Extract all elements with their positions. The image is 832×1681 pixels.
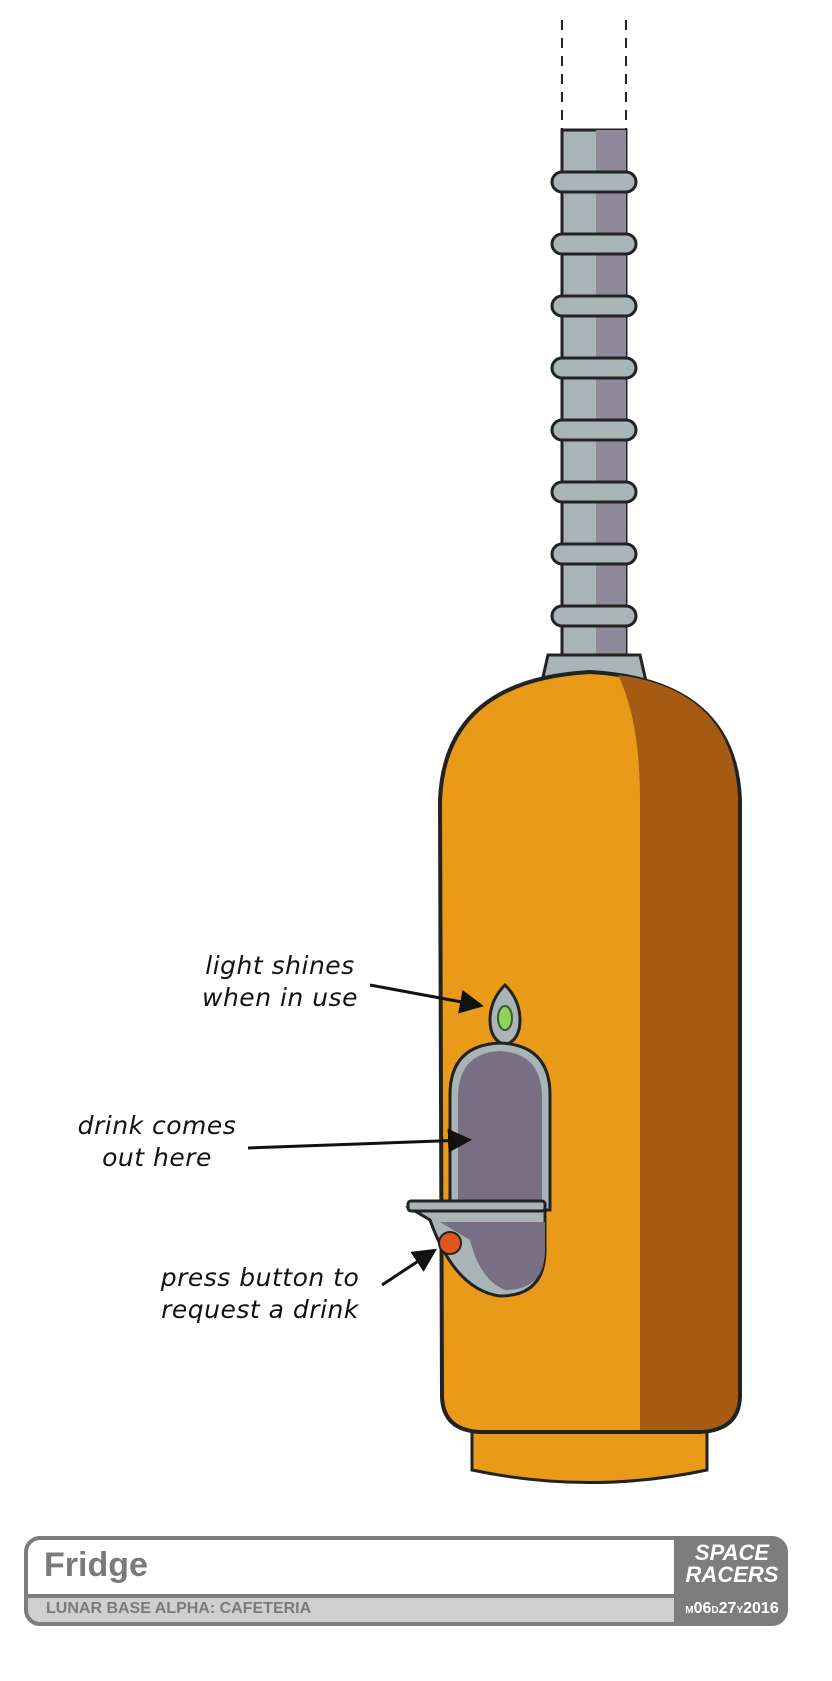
title-block: Fridge LUNAR BASE ALPHA: CAFETERIA SPACE… (24, 1536, 788, 1626)
day-label: D (711, 1605, 719, 1616)
pipe-ring (550, 356, 638, 380)
drink-dispenser (404, 1041, 552, 1298)
location-subtitle: LUNAR BASE ALPHA: CAFETERIA (46, 1600, 312, 1617)
arrow-light (369, 983, 484, 1014)
pipe-ring (550, 480, 638, 504)
pipe-ring (550, 232, 638, 256)
annotation-line: light shines (205, 951, 355, 980)
pipe-ring (550, 170, 638, 194)
annotation-line: request a drink (161, 1295, 359, 1324)
pipe-ring (550, 542, 638, 566)
logo-line: SPACE (694, 1540, 770, 1565)
arrow-dispenser (247, 1128, 472, 1153)
logo-line: RACERS (685, 1562, 779, 1587)
annotation-line: drink comes (77, 1111, 237, 1140)
month: 06 (693, 1600, 712, 1617)
space-racers-logo: SPACE RACERS (680, 1542, 784, 1598)
day: 27 (718, 1600, 737, 1617)
arrow-button (381, 1248, 438, 1287)
pipe-ring (550, 604, 638, 628)
year: 2016 (743, 1600, 779, 1617)
month-label: M (685, 1605, 694, 1616)
pipe (538, 20, 650, 692)
annotation-line: when in use (202, 983, 358, 1012)
annotation-line: out here (102, 1143, 212, 1172)
annotation-line: press button to (160, 1263, 360, 1292)
page-title: Fridge (44, 1546, 148, 1584)
annotation-light: light shines when in use (190, 950, 370, 1014)
request-button (438, 1231, 462, 1255)
date-stamp: M06D27Y2016 (680, 1600, 784, 1618)
pipe-ring (550, 418, 638, 442)
annotation-dispenser: drink comes out here (62, 1110, 252, 1174)
title-area: Fridge (28, 1540, 674, 1594)
pipe-ring (550, 294, 638, 318)
subtitle-area: LUNAR BASE ALPHA: CAFETERIA (28, 1598, 674, 1622)
year-label: Y (736, 1605, 744, 1616)
annotation-button: press button to request a drink (140, 1262, 380, 1326)
